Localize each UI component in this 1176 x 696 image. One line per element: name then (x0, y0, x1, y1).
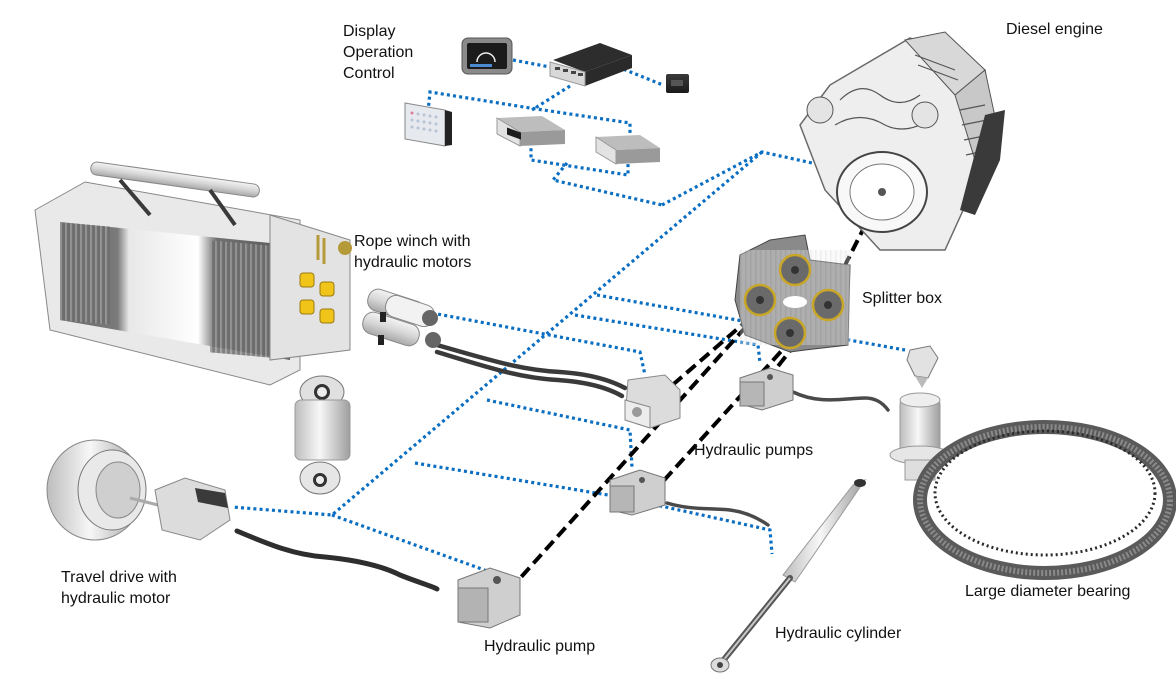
link-to-pump-right (574, 313, 762, 364)
link-ecu-trunk (550, 161, 663, 207)
label-hydraulic-cylinder: Hydraulic cylinder (775, 625, 902, 642)
label-large-diameter-bearing: Large diameter bearing (965, 583, 1131, 600)
link-to-pump-center (486, 398, 634, 469)
hose-pump-right (791, 390, 890, 412)
hose-pump-mid (665, 501, 770, 527)
label-rope-winch-line2: hydraulic motors (354, 254, 472, 271)
main-controller[interactable] (549, 43, 632, 87)
link-to-pump-mid (414, 461, 774, 555)
label-operation: Operation (343, 44, 414, 61)
link-ecu1-ecu2 (529, 142, 630, 177)
hose-winch-a (434, 342, 628, 391)
operation-keypad[interactable] (404, 102, 452, 147)
winch-cylinder[interactable] (294, 375, 351, 495)
control-unit-1[interactable] (496, 116, 565, 147)
link-main-trunk (661, 150, 836, 207)
sensor-module[interactable] (666, 74, 689, 93)
label-travel-drive: Travel drive with hydraulic motor (61, 567, 177, 609)
hydraulic-hoses (234, 342, 890, 592)
label-control: Control (343, 65, 395, 82)
hydraulic-pump-bottom[interactable] (457, 567, 521, 629)
hydraulic-pump-right[interactable] (739, 367, 794, 411)
label-diesel-engine: Diesel engine (1006, 21, 1103, 38)
hydraulic-cylinder[interactable] (710, 478, 867, 673)
label-travel-drive-line2: hydraulic motor (61, 590, 171, 607)
shaft-splitter-pump-bottom (503, 298, 772, 597)
rope-winch[interactable] (34, 161, 352, 386)
shaft-splitter-pump-mid (655, 323, 807, 490)
large-diameter-bearing[interactable] (913, 420, 1176, 580)
link-winch-motors (431, 311, 647, 376)
label-travel-drive-line1: Travel drive with (61, 569, 177, 586)
label-splitter-box: Splitter box (862, 290, 943, 307)
link-controller-ecu (531, 84, 571, 112)
winch-hydraulic-motors[interactable] (360, 287, 441, 349)
hydraulic-pump-center[interactable] (624, 374, 681, 429)
travel-drive[interactable] (46, 439, 231, 541)
label-rope-winch-line1: Rope winch with (354, 233, 471, 250)
diesel-engine[interactable] (799, 31, 1005, 251)
splitter-box[interactable] (734, 234, 851, 353)
link-trunk-diag (231, 150, 764, 517)
gauge-icon (476, 52, 496, 63)
display-unit[interactable] (461, 37, 513, 75)
control-unit-2[interactable] (595, 135, 660, 165)
link-display-controller (512, 58, 551, 69)
hose-winch-b (434, 349, 625, 399)
hose-travel (234, 528, 440, 592)
label-control-group: Display Operation Control (343, 21, 413, 84)
slewing-motor[interactable] (906, 345, 939, 388)
label-hydraulic-pump: Hydraulic pump (484, 638, 596, 655)
label-hydraulic-pumps: Hydraulic pumps (694, 442, 814, 459)
label-rope-winch: Rope winch with hydraulic motors (354, 231, 471, 273)
link-keypad-bus (426, 90, 632, 137)
hydraulic-pump-mid[interactable] (609, 469, 666, 516)
label-display: Display (343, 23, 396, 40)
